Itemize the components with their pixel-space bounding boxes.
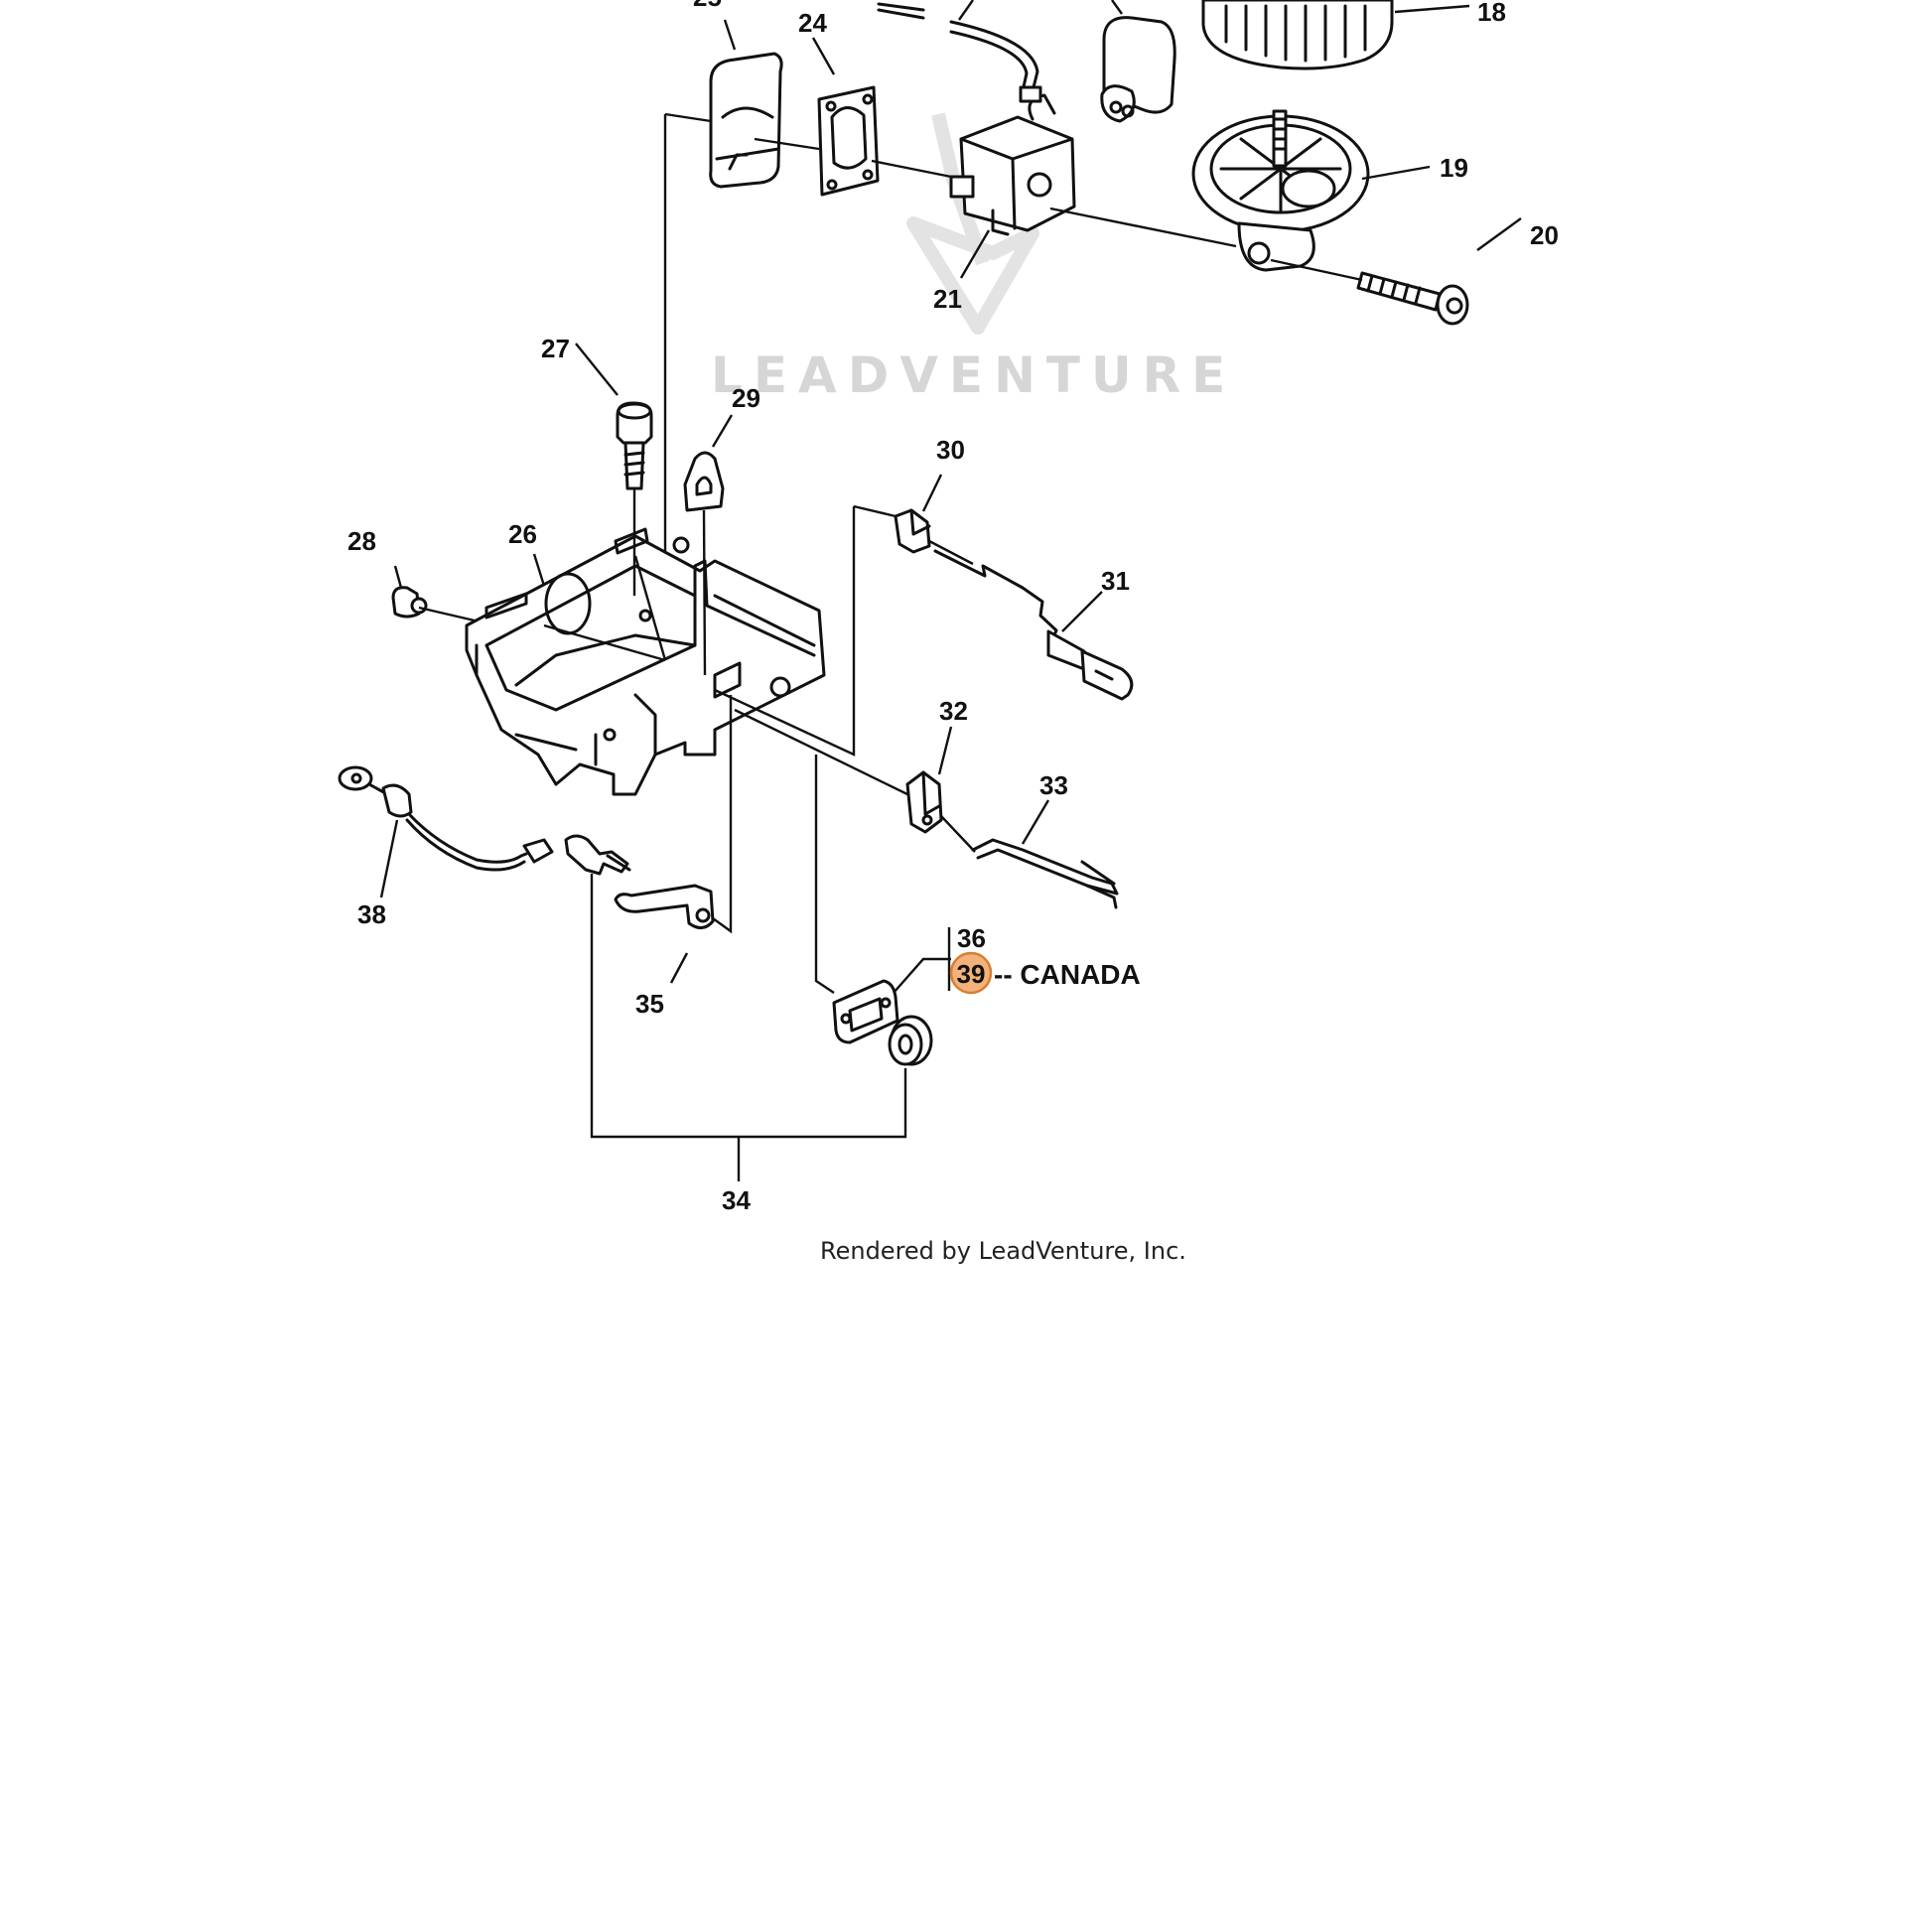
callout-leaders	[379, 0, 1522, 991]
part-fuel-line[interactable]	[877, 2, 1042, 103]
part-18-air-filter[interactable]	[1201, 0, 1394, 70]
watermark-brand: LEADVENTURE	[711, 346, 1236, 404]
part-32-bracket[interactable]	[905, 770, 943, 834]
part-36-gasket[interactable]	[832, 979, 899, 1044]
part-31-throttle-rod[interactable]	[933, 549, 1134, 701]
callout-36[interactable]: 36	[957, 923, 986, 953]
callout-32[interactable]: 32	[939, 696, 968, 726]
callout-30[interactable]: 30	[936, 435, 965, 465]
callout-34[interactable]: 34	[722, 1185, 751, 1215]
callout-33[interactable]: 33	[1039, 770, 1068, 800]
part-25-plate[interactable]	[709, 52, 783, 189]
callout-labels: 18 19 20 21 24 25 26 27 28 29 30 31 32 3…	[347, 0, 1559, 1215]
callout-28[interactable]: 28	[347, 526, 376, 556]
part-28-grommet[interactable]	[391, 586, 428, 619]
callout-38[interactable]: 38	[357, 899, 386, 929]
highlighted-callout-39[interactable]: 39 -- CANADA	[949, 951, 1141, 995]
part-switch[interactable]	[564, 834, 631, 876]
callout-18[interactable]: 18	[1477, 0, 1506, 27]
part-29-clip[interactable]	[683, 451, 725, 512]
part-30-grommet[interactable]	[894, 508, 931, 554]
callout-35[interactable]: 35	[635, 989, 664, 1019]
callout-20[interactable]: 20	[1530, 220, 1559, 250]
assembly-leaders-middle	[418, 488, 976, 1181]
callout-19[interactable]: 19	[1440, 153, 1468, 183]
callout-29[interactable]: 29	[732, 383, 760, 413]
footer-rendered-by: Rendered by LeadVenture, Inc.	[820, 1237, 1186, 1265]
part-24-gasket[interactable]	[817, 85, 880, 197]
part-35-lever[interactable]	[614, 884, 715, 929]
callout-31[interactable]: 31	[1101, 566, 1130, 596]
part-20-bolt[interactable]	[1356, 271, 1469, 326]
part-intake-boot[interactable]	[1100, 16, 1176, 123]
callout-24[interactable]: 24	[798, 8, 827, 38]
part-34-spacer[interactable]	[888, 1015, 933, 1066]
callout-39-note: -- CANADA	[994, 959, 1141, 990]
part-19-filter-base[interactable]	[1191, 109, 1370, 272]
callout-39-badge[interactable]	[949, 951, 993, 995]
callout-21[interactable]: 21	[933, 284, 962, 314]
callout-27[interactable]: 27	[541, 334, 570, 363]
part-21-carburetor[interactable]	[949, 93, 1076, 236]
part-38-ground-wire[interactable]	[338, 765, 554, 872]
part-27-fitting[interactable]	[616, 401, 653, 490]
callout-39-number[interactable]: 39	[957, 959, 986, 989]
part-26-base-housing[interactable]	[465, 527, 826, 796]
callout-26[interactable]: 26	[508, 519, 537, 549]
watermark: LEADVENTURE	[711, 112, 1236, 404]
part-33-choke-rod[interactable]	[971, 838, 1119, 909]
callout-25[interactable]: 25	[693, 0, 722, 12]
